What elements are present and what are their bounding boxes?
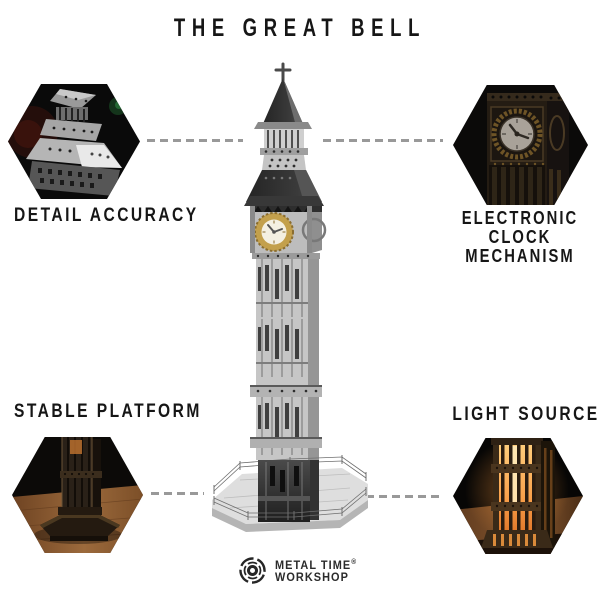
side-clock-outline: [301, 217, 327, 243]
detail-accuracy-photo: [8, 84, 140, 199]
gold-ornament-ring: [491, 108, 543, 160]
tower-dark-base: [258, 460, 319, 522]
feature-label-detail-accuracy: DETAIL ACCURACY: [14, 205, 199, 226]
clock-photo-art: [453, 85, 588, 205]
illuminated-tower-section: [481, 438, 555, 548]
page-title: THE GREAT BELL: [173, 14, 427, 42]
connector-bottom-right: [366, 495, 442, 498]
column-row: [489, 162, 561, 205]
feature-label-stable-platform: STABLE PLATFORM: [14, 401, 202, 422]
metal-time-gear-icon: [239, 557, 266, 584]
stable-platform-photo: [12, 437, 143, 553]
fence-front: [213, 487, 367, 520]
spire-top-photo-art: [8, 84, 140, 199]
belfry: [260, 129, 308, 170]
base-photo-art: [12, 437, 143, 553]
connector-top-left: [147, 139, 243, 142]
feature-label-electronic-clock-mechanism: ELECTRONIC CLOCK MECHANISM: [461, 208, 579, 266]
clock-section: [250, 206, 327, 259]
brand-name: METAL TIME® WORKSHOP: [275, 558, 358, 584]
metal-spire-structure: [26, 89, 122, 196]
octagonal-base-plate: [40, 515, 120, 536]
tower-base-model: [40, 437, 120, 541]
big-ben-model-art: [212, 62, 368, 532]
clock-mechanism-photo: [453, 85, 588, 205]
connector-top-right: [323, 139, 443, 142]
tower-shaft: [250, 258, 322, 460]
big-ben-model-image: [200, 56, 400, 548]
flared-roof: [244, 170, 324, 206]
inner-warm-light: [70, 440, 82, 454]
shaft-collar-lower: [250, 437, 322, 448]
feature-label-light-source: LIGHT SOURCE: [452, 404, 600, 425]
brand-logo: METAL TIME® WORKSHOP: [0, 556, 600, 585]
shaft-collar-upper: [250, 385, 322, 397]
connector-bottom-left: [151, 492, 204, 495]
light-source-photo: [453, 438, 583, 554]
glow-photo-art: [453, 438, 583, 554]
registered-mark: ®: [351, 558, 358, 566]
